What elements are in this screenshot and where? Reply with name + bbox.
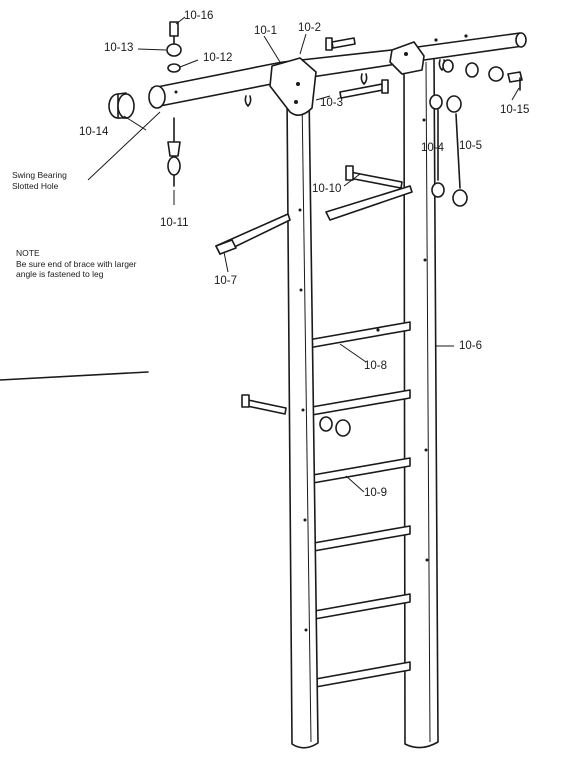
callout-line-2: Slotted Hole	[12, 180, 59, 191]
lower-bolts	[241, 394, 351, 437]
label-10-13: 10-13	[104, 42, 134, 54]
end-cap-10-14	[108, 92, 135, 119]
brace-10-7	[215, 213, 291, 255]
stray-line	[0, 371, 149, 381]
right-leg-10-6	[403, 55, 439, 749]
label-10-9: 10-9	[364, 487, 388, 499]
note-title: NOTE	[16, 248, 40, 258]
brace-10-10	[325, 165, 413, 221]
eye-hook-10-11	[167, 117, 181, 187]
label-10-5: 10-5	[459, 140, 483, 152]
label-10-16: 10-16	[184, 10, 214, 22]
bolt-10-3	[339, 79, 389, 99]
callout-line-1: Swing Bearing	[12, 170, 67, 180]
label-10-15: 10-15	[500, 104, 530, 116]
hardware-10-16-10-13-10-12	[166, 21, 182, 73]
label-10-1: 10-1	[254, 25, 278, 37]
hardware-10-4-10-5	[429, 94, 468, 207]
hardware-10-15	[442, 59, 523, 91]
label-10-6: 10-6	[459, 340, 483, 352]
top-beam	[148, 32, 527, 116]
label-10-7: 10-7	[214, 275, 238, 287]
bolt-top	[325, 37, 356, 51]
note-line-2: angle is fastened to leg	[16, 269, 104, 280]
label-10-14: 10-14	[79, 126, 109, 138]
label-10-4: 10-4	[421, 142, 445, 154]
label-10-10: 10-10	[312, 183, 342, 195]
label-10-3: 10-3	[320, 97, 344, 109]
ladder-rungs	[305, 321, 411, 689]
callout-swing-bearing: Swing Bearing Slotted Hole	[12, 170, 67, 191]
label-10-12: 10-12	[203, 52, 233, 64]
note-line-1: Be sure end of brace with larger	[16, 258, 137, 269]
assembly-note: NOTE Be sure end of brace with larger an…	[16, 248, 136, 280]
label-10-2: 10-2	[298, 22, 322, 34]
label-10-8: 10-8	[364, 360, 388, 372]
label-10-11: 10-11	[160, 217, 189, 229]
left-leg	[286, 91, 429, 749]
leader-lines	[87, 16, 520, 493]
